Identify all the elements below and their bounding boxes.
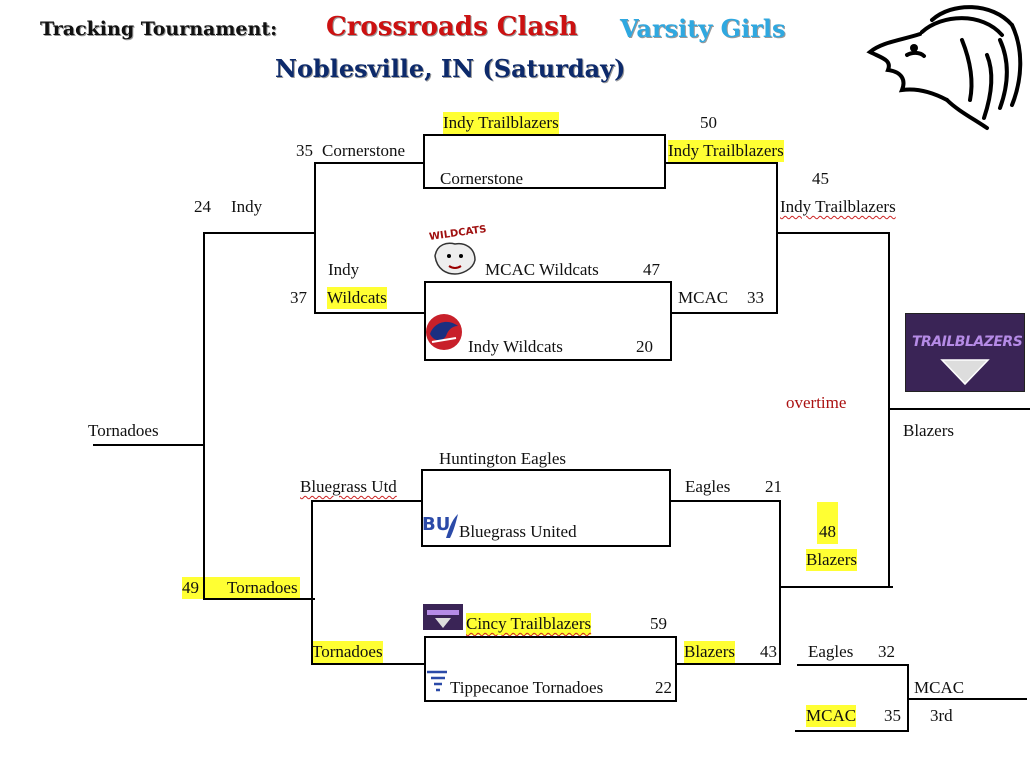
bracket-line: [888, 232, 890, 588]
bracket-line: [203, 598, 315, 600]
bracket-line: [203, 232, 316, 234]
third-score1: 32: [878, 642, 895, 661]
game1-box: [423, 134, 666, 189]
semi-top-winner: Indy Trailblazers: [780, 197, 896, 216]
bracket-line: [314, 162, 316, 314]
tornado-icon: [427, 670, 447, 692]
game4-bottom-score: 22: [655, 678, 672, 697]
trailblazers-logo-text: TRAILBLAZERS: [912, 334, 1023, 350]
bu-logo-text: BU: [422, 514, 451, 535]
semi-top-winner-score: 45: [812, 169, 829, 188]
bracket-line: [888, 408, 1030, 410]
game4-left-label: Tornadoes: [312, 641, 383, 663]
trailblazers-logo: TRAILBLAZERS: [905, 313, 1025, 392]
semi-top-left-score: 24: [194, 197, 211, 216]
game4-box: [424, 636, 677, 702]
bracket-line: [311, 500, 423, 502]
wildcat-emblem-icon: [426, 314, 462, 350]
bracket-line: [776, 232, 890, 234]
bracket-line: [776, 162, 778, 314]
bracket-line: [664, 162, 776, 164]
bird-wing-icon: [446, 514, 458, 538]
game2-box: [424, 281, 672, 361]
game2-left-label-line1: Indy: [328, 260, 360, 279]
champion-label: Blazers: [903, 421, 954, 440]
final-note: overtime: [786, 393, 847, 412]
bracket-line: [314, 162, 424, 164]
bracket-line: [311, 500, 313, 665]
division-name: Varsity Girls: [620, 14, 786, 43]
semi-bottom-winner-score: 48: [817, 502, 838, 544]
cincy-trailblazers-logo: [423, 604, 463, 630]
bracket-line: [779, 500, 781, 665]
indy-wildcats-logo: [424, 312, 464, 352]
game4-top-score: 59: [650, 614, 667, 633]
game4-bottom-team: Tippecanoe Tornadoes: [450, 678, 604, 697]
third-label: 3rd: [930, 706, 953, 725]
triangle-icon: [940, 359, 990, 386]
game2-winner-score: 33: [747, 288, 764, 307]
bracket-line: [779, 586, 893, 588]
bracket-line: [203, 232, 205, 600]
third-winner: MCAC: [914, 678, 965, 697]
game2-top-team: MCAC Wildcats: [485, 260, 599, 279]
game2-top-score: 47: [643, 260, 660, 279]
lion-logo-icon: [866, 5, 1023, 130]
game1-top-score: 50: [700, 113, 717, 132]
game1-left-score: 35: [296, 141, 313, 160]
bracket-line: [907, 698, 1027, 700]
event-name: Crossroads Clash: [326, 12, 578, 42]
semi-bottom-winner: Blazers: [806, 549, 857, 571]
title-prefix: Tracking Tournament:: [40, 18, 278, 40]
game1-left-label: Cornerstone: [322, 141, 406, 160]
bracket-line: [314, 312, 426, 314]
game2-left-label-line2: Wildcats: [327, 287, 387, 309]
game4-winner: Blazers: [684, 641, 735, 663]
bracket-line: [675, 663, 781, 665]
bluegrass-united-logo: BU: [422, 512, 460, 542]
game4-winner-score: 43: [760, 642, 777, 661]
semi-bottom-left-label: Tornadoes: [204, 577, 300, 599]
bracket-line: [93, 444, 205, 446]
third-team1: Eagles: [808, 642, 854, 661]
game2-left-score: 37: [290, 288, 307, 307]
bracket-line: [670, 312, 778, 314]
game3-winner: Eagles: [685, 477, 731, 496]
game3-top-team: Huntington Eagles: [439, 449, 567, 468]
game1-top-team: Indy Trailblazers: [443, 112, 559, 134]
game3-winner-score: 21: [765, 477, 782, 496]
wildcat-head-icon: [434, 242, 476, 275]
semi-top-left-label: Indy: [231, 197, 263, 216]
triangle-icon: [427, 610, 459, 628]
mcac-wildcats-logo: WILDCATS: [425, 224, 487, 276]
bracket-line: [795, 730, 909, 732]
bracket-line: [669, 500, 781, 502]
game3-left-label: Bluegrass Utd: [300, 477, 397, 496]
game2-bottom-score: 20: [636, 337, 653, 356]
game2-winner: MCAC: [678, 288, 729, 307]
game3-bottom-team: Bluegrass United: [459, 522, 577, 541]
game4-top-team: Cincy Trailblazers: [466, 613, 592, 635]
tippecanoe-logo: [425, 668, 449, 696]
game2-bottom-team: Indy Wildcats: [468, 337, 563, 356]
game3-box: [421, 469, 671, 547]
third-score2: 35: [884, 706, 901, 725]
bracket-line: [797, 664, 909, 666]
bracket-line: [311, 663, 425, 665]
game1-bottom-team: Cornerstone: [440, 169, 524, 188]
left-final-label: Tornadoes: [88, 421, 159, 440]
game1-winner: Indy Trailblazers: [668, 140, 784, 162]
event-location: Noblesville, IN (Saturday): [275, 54, 626, 83]
semi-bottom-left-score: 49: [182, 577, 203, 599]
third-team2: MCAC: [806, 705, 857, 727]
